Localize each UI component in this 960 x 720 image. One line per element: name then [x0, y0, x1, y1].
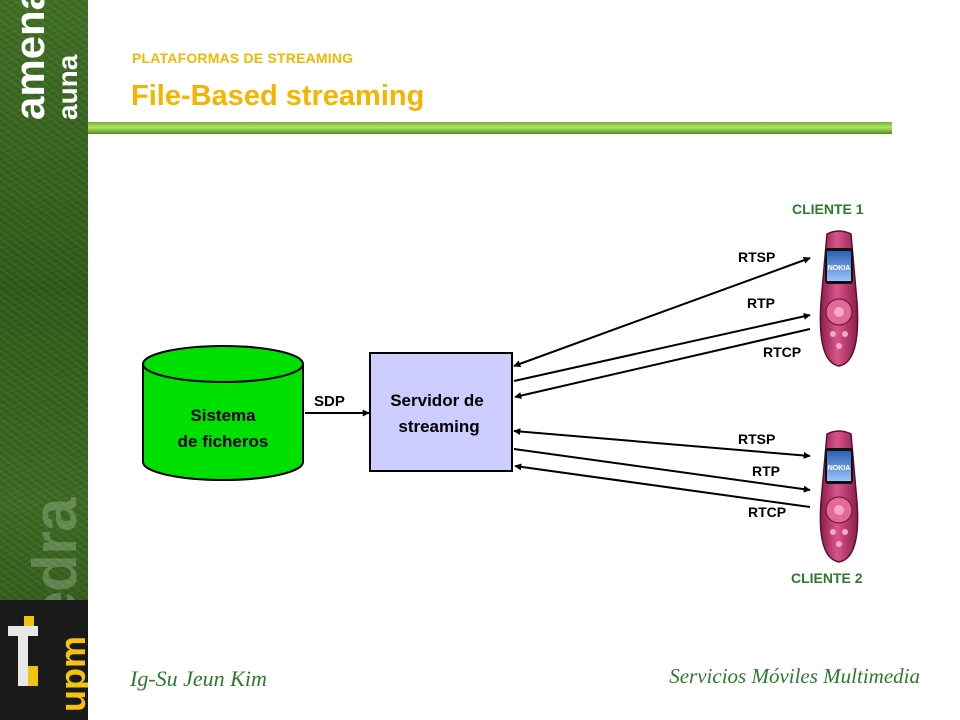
- client2-rtcp-label: RTCP: [748, 504, 786, 520]
- footer-course: Servicios Móviles Multimedia: [669, 664, 920, 688]
- client1-rtp-arrow: [513, 312, 811, 382]
- client1-label: CLIENTE 1: [792, 201, 864, 217]
- client2-rtsp-arrow: [513, 428, 811, 459]
- client2-rtcp-arrow: [514, 463, 811, 508]
- client2-phone-brand: NOKIA: [828, 465, 851, 472]
- client1-phone-brand: NOKIA: [828, 265, 851, 272]
- server-label-line2: streaming: [398, 417, 479, 436]
- footer-author: Ig-Su Jeun Kim: [130, 666, 267, 691]
- client2-rtp-arrow: [513, 448, 811, 493]
- client2-label: CLIENTE 2: [791, 570, 863, 586]
- client1-rtsp-arrow: [513, 256, 811, 368]
- sdp-label: SDP: [314, 393, 345, 410]
- database-label-line1: Sistema: [190, 406, 256, 425]
- client2-rtsp-label: RTSP: [738, 431, 775, 447]
- client1-phone-icon: NOKIA: [819, 230, 859, 367]
- file-system-database: Sistema de ficheros: [142, 345, 304, 481]
- upm-emblem-icon: [8, 616, 38, 686]
- streaming-server: Servidor de streaming: [369, 352, 513, 472]
- header-rule: [88, 122, 892, 134]
- slide-subtitle: PLATAFORMAS DE STREAMING: [132, 50, 354, 66]
- client1-rtsp-label: RTSP: [738, 249, 775, 265]
- client2-rtp-label: RTP: [752, 463, 780, 479]
- sidebar-branding: cátedra amena auna upm: [0, 0, 88, 720]
- client1-rtcp-label: RTCP: [763, 344, 801, 360]
- server-label-line1: Servidor de: [390, 391, 484, 410]
- database-label-line2: de ficheros: [178, 432, 269, 451]
- slide-title: File-Based streaming: [131, 80, 425, 112]
- client1-rtp-label: RTP: [747, 295, 775, 311]
- upm-block: [0, 600, 88, 720]
- client1-rtcp-arrow: [514, 328, 811, 399]
- client2-phone-icon: NOKIA: [819, 430, 859, 563]
